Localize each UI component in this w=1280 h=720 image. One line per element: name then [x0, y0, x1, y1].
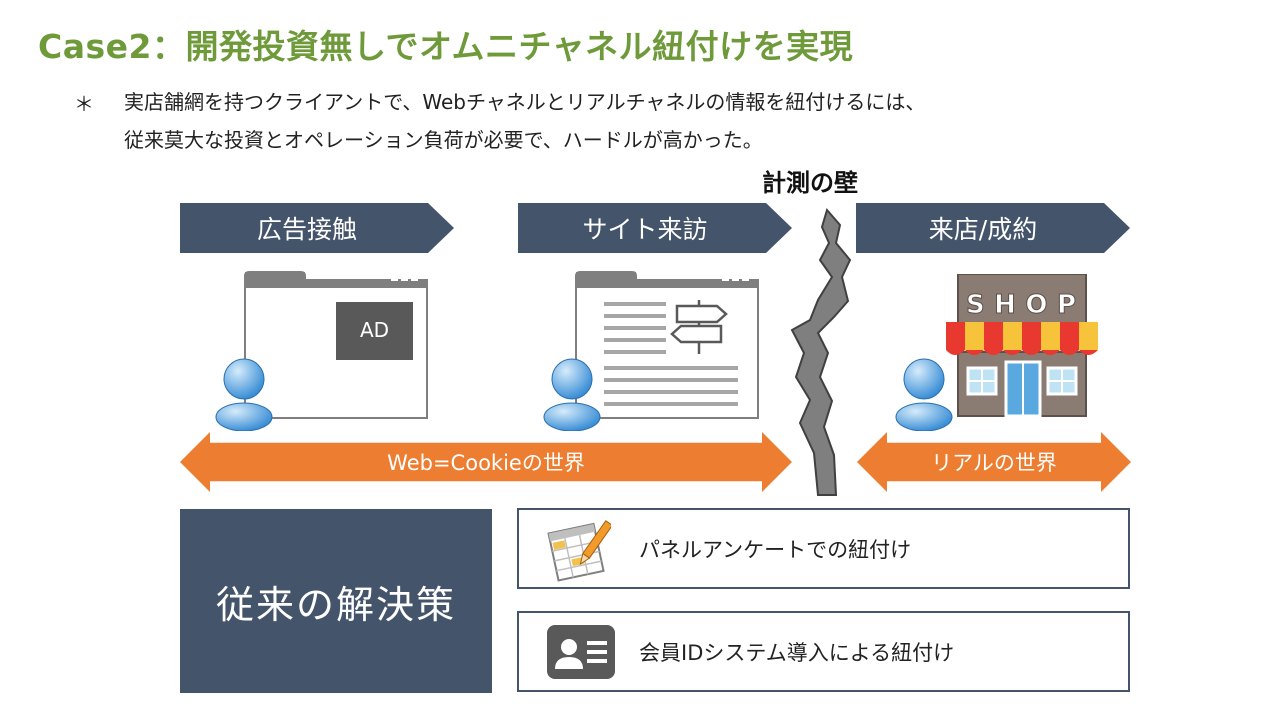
web-cookie-world-arrow: Web=Cookieの世界 [180, 432, 792, 492]
bullet-marker: ＊ [74, 92, 94, 116]
bullet-line-1: 実店舗網を持つクライアントで、Webチャネルとリアルチャネルの情報を紐付けるには… [124, 90, 926, 114]
member-id-card-icon [547, 625, 615, 679]
survey-icon [547, 520, 611, 582]
solution-item-member-id: 会員IDシステム導入による紐付け [517, 611, 1130, 692]
wall-crack-icon [790, 207, 852, 496]
solution-item-label: パネルアンケートでの紐付け [639, 537, 912, 562]
slide-title: Case2：開発投資無しでオムニチャネル紐付けを実現 [38, 27, 854, 66]
shop-icon: SHOP [946, 274, 1098, 418]
step-site-visit: サイト来訪 [518, 203, 792, 253]
wall-label: 計測の壁 [762, 169, 858, 197]
real-world-arrow: リアルの世界 [857, 432, 1131, 492]
user-icon [543, 358, 601, 431]
solution-item-panel-survey: パネルアンケートでの紐付け [517, 508, 1130, 589]
user-icon [215, 358, 273, 431]
solution-item-label: 会員IDシステム導入による紐付け [639, 640, 955, 665]
user-icon [895, 358, 953, 431]
step-ad-contact: 広告接触 [180, 203, 454, 253]
conventional-solution-heading: 従来の解決策 [180, 509, 492, 693]
browser-window-icon [244, 271, 428, 419]
ad-label: AD [359, 318, 390, 342]
signpost-icon [670, 300, 728, 354]
browser-window-icon [575, 271, 759, 419]
bullet-line-2: 従来莫大な投資とオペレーション負荷が必要で、ハードルが高かった。 [124, 128, 763, 152]
step-store-visit: 来店/成約 [856, 203, 1130, 253]
